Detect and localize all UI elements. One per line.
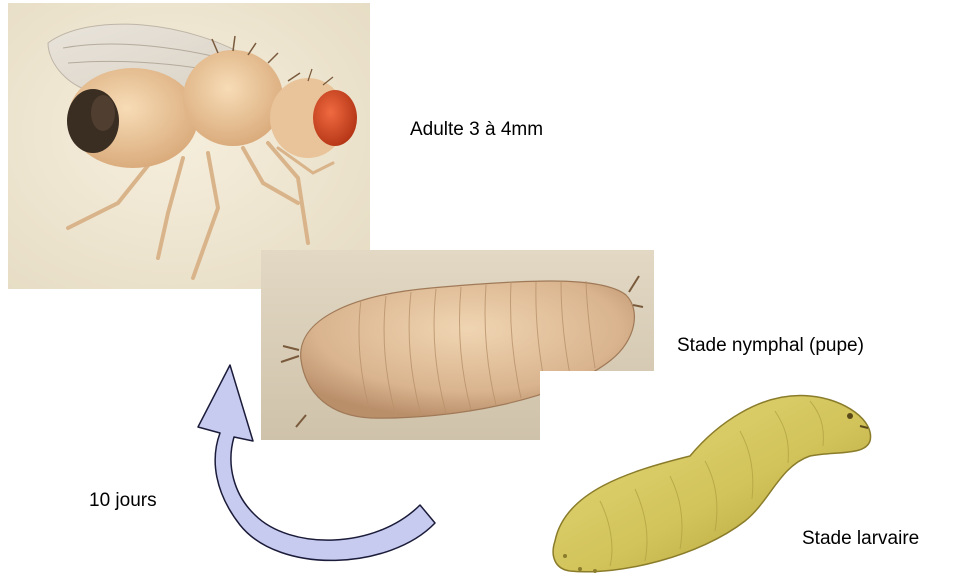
adult-fly-icon [8, 3, 370, 289]
cycle-duration-label: 10 jours [89, 490, 157, 512]
pupa-label: Stade nymphal (pupe) [677, 335, 864, 357]
cycle-arrow-icon [150, 355, 450, 580]
larva-label: Stade larvaire [802, 528, 919, 550]
adult-fly-photo [8, 3, 370, 289]
adult-label: Adulte 3 à 4mm [410, 119, 543, 141]
